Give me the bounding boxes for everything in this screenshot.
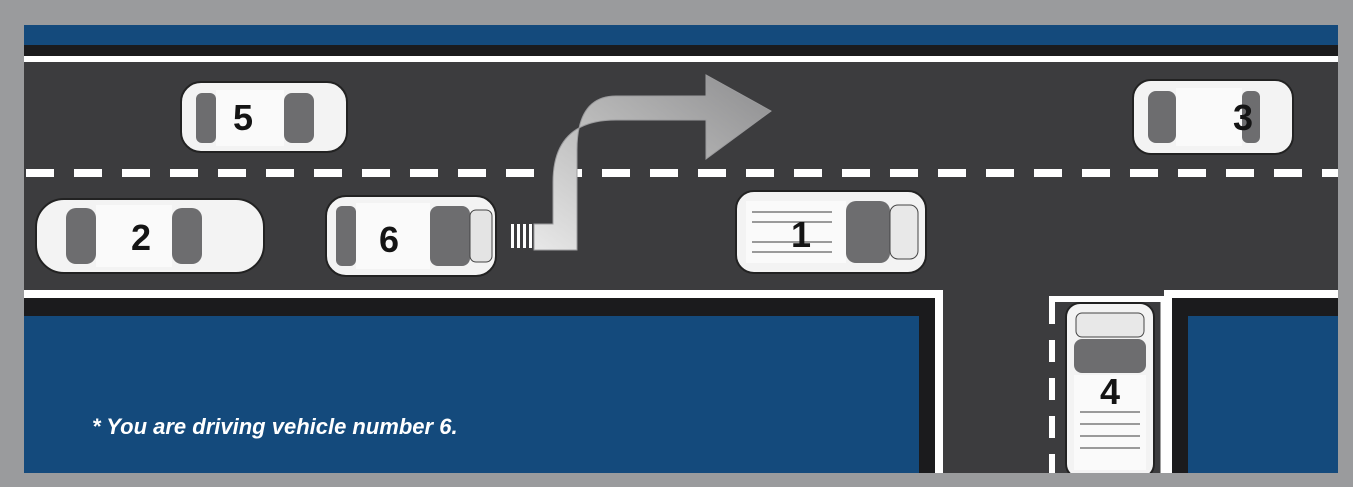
- vehicle-5-label: 5: [233, 97, 253, 138]
- bottom-left-block-fill: [24, 316, 919, 473]
- top-block: [24, 25, 1338, 45]
- vehicle-1-label: 1: [791, 214, 811, 255]
- driver-note: * You are driving vehicle number 6.: [92, 414, 458, 439]
- bottom-frame-edge: [0, 473, 1353, 487]
- top-edge-line: [24, 56, 1338, 62]
- vehicle-2: 2: [36, 199, 264, 273]
- vehicle-6: 6: [326, 196, 496, 276]
- top-curb: [24, 45, 1338, 56]
- vehicle-4-label: 4: [1100, 371, 1120, 412]
- bottom-right-block-fill: [1188, 316, 1338, 473]
- vehicle-3: 3: [1133, 80, 1293, 154]
- vehicle-3-label: 3: [1233, 97, 1253, 138]
- vehicle-2-label: 2: [131, 217, 151, 258]
- vehicle-5: 5: [181, 82, 347, 152]
- vehicle-4: 4: [1066, 303, 1154, 478]
- vehicle-1: 1: [736, 191, 926, 273]
- vehicle-6-label: 6: [379, 219, 399, 260]
